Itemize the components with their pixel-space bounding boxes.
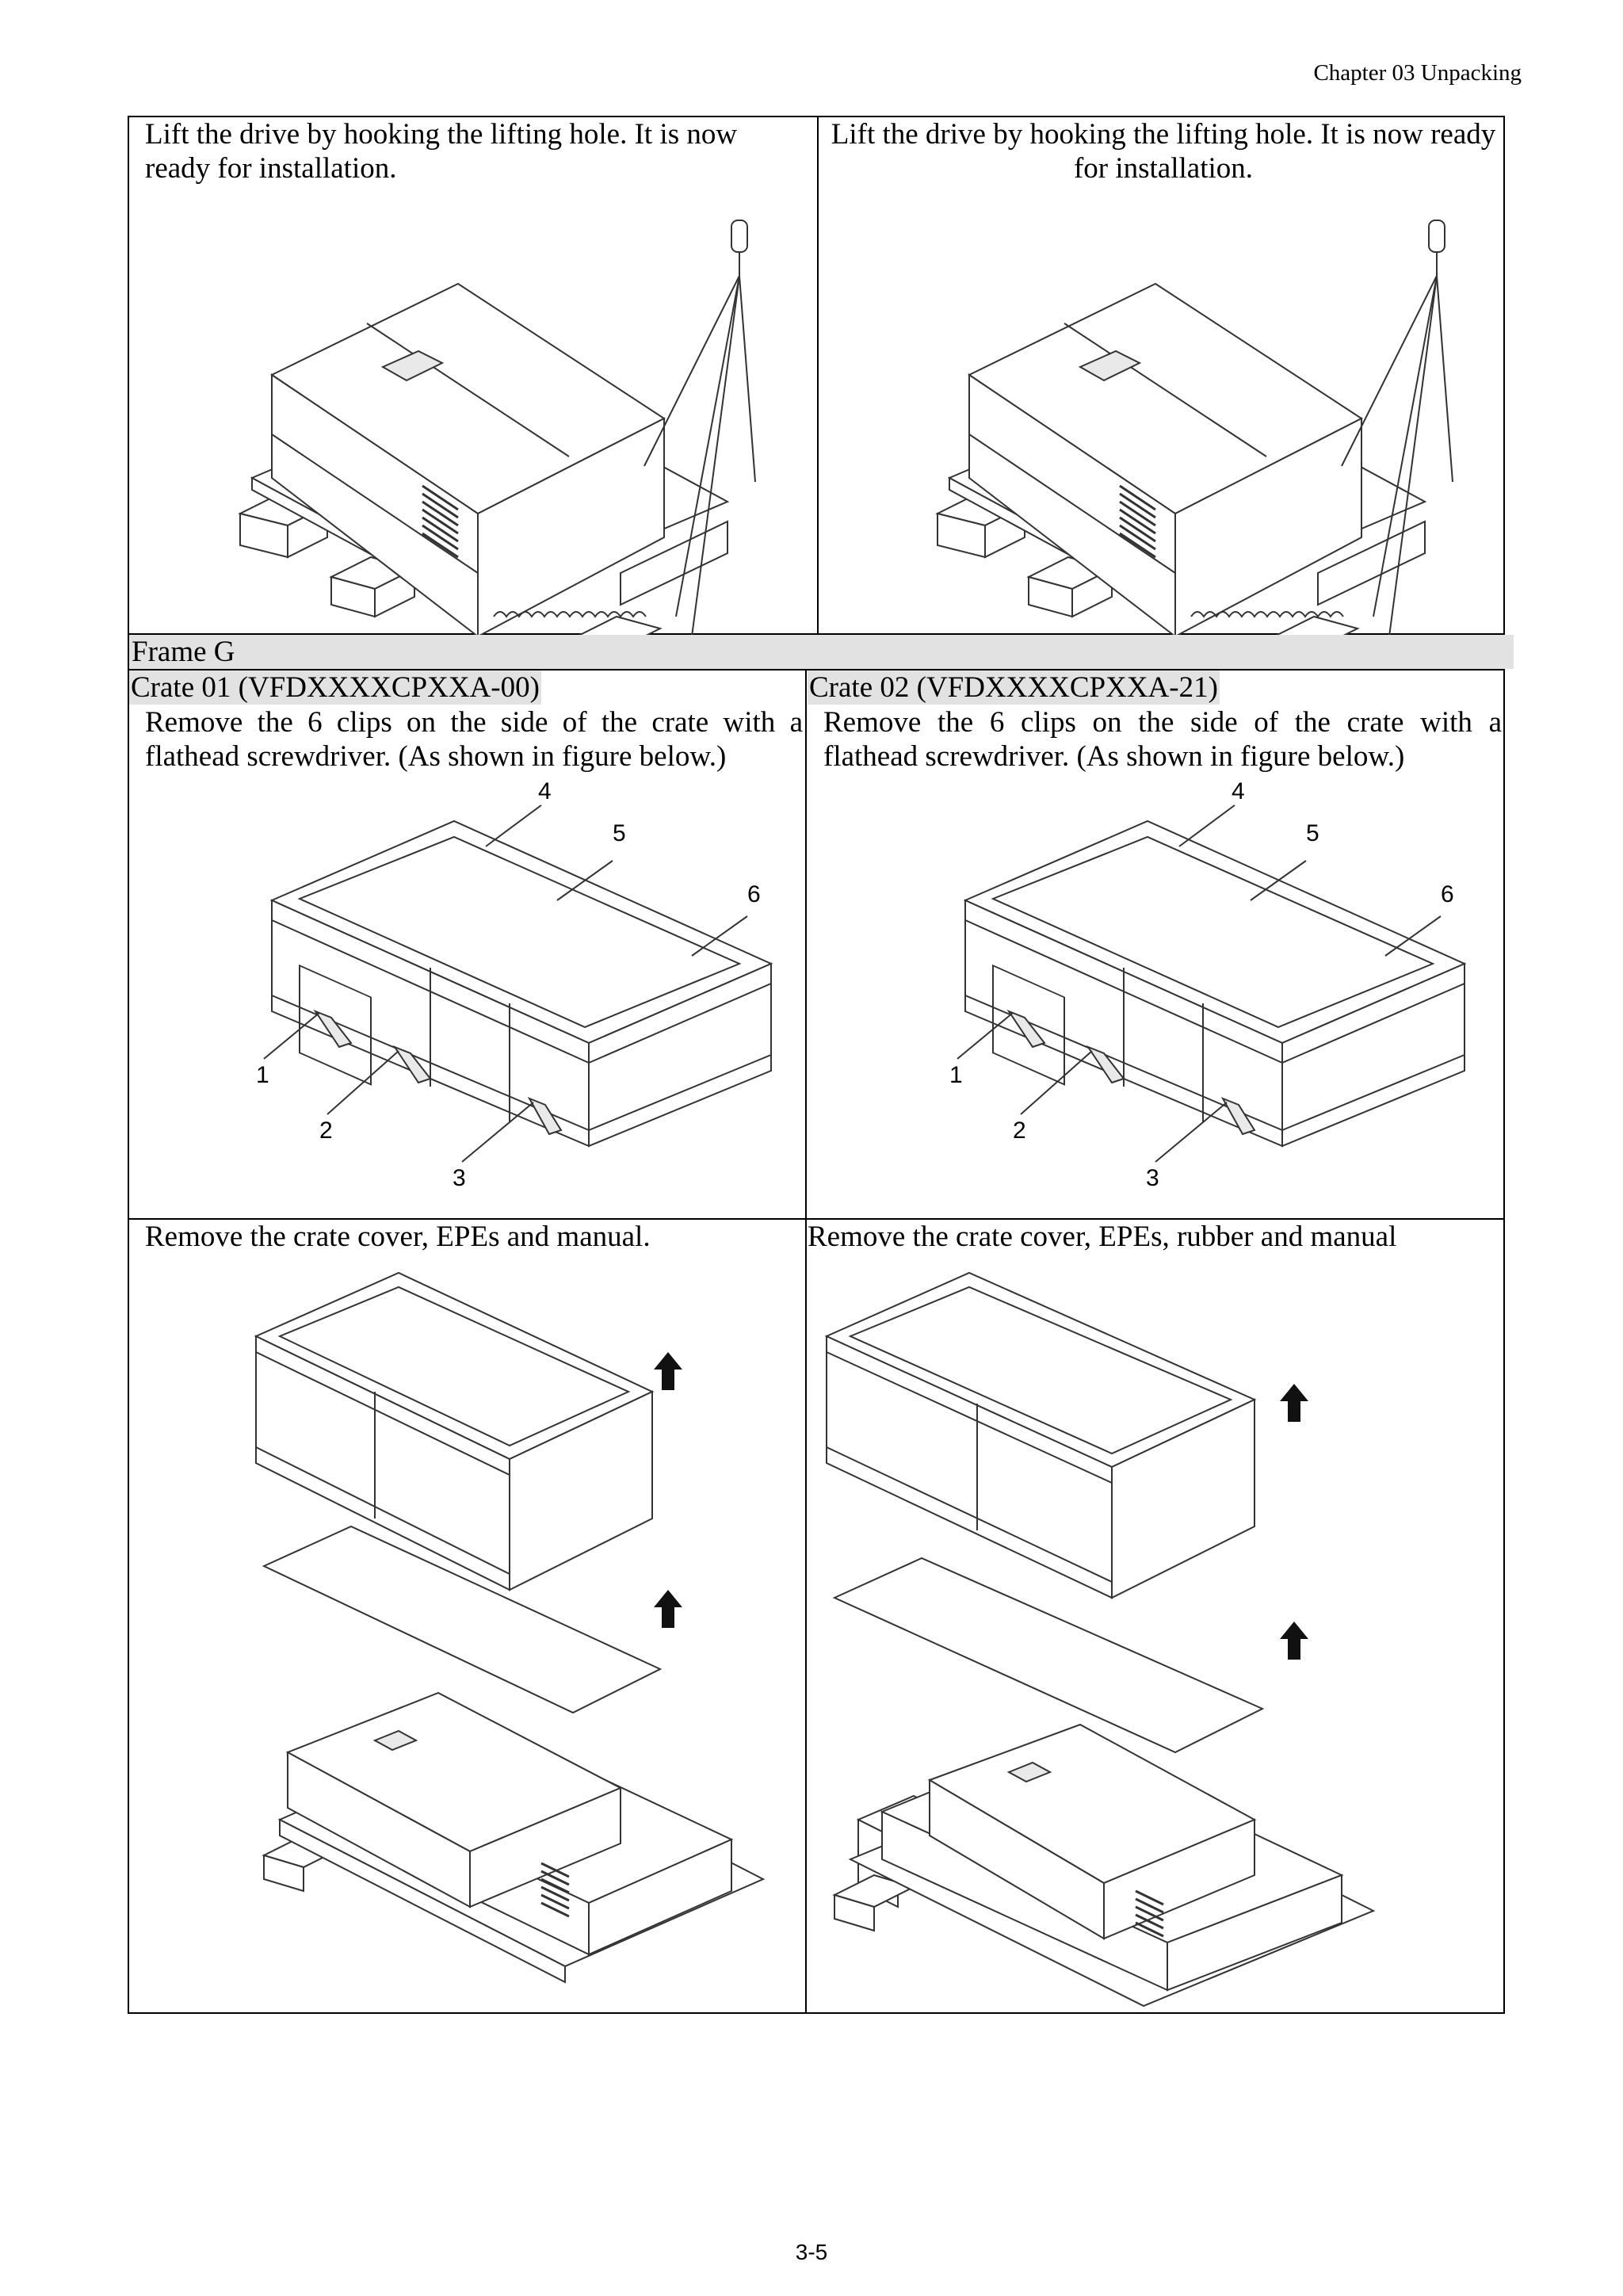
frame-label: Frame G (128, 635, 1514, 669)
crate-instructions-table: Crate 01 (VFDXXXXCPXXA-00) Remove the 6 … (128, 669, 1505, 2014)
lifting-drive-illustration-right (935, 220, 1453, 650)
crate-01-step-remove-clips: Remove the 6 clips on the side of the cr… (145, 706, 803, 773)
chapter-header: Chapter 03 Unpacking (1313, 60, 1522, 86)
callout-5: 5 (613, 820, 626, 846)
crate-02-exploded-view (824, 1271, 1376, 2008)
callout-1: 1 (256, 1062, 269, 1088)
crate-02-step-remove-cover: Remove the crate cover, EPEs, rubber and… (808, 1221, 1397, 1253)
callout-3: 3 (453, 1165, 466, 1191)
crate-02-step-remove-clips: Remove the 6 clips on the side of the cr… (823, 706, 1502, 773)
lifting-drive-illustration-left (238, 220, 756, 650)
callout-2: 2 (319, 1117, 333, 1144)
callout-4: 4 (538, 778, 552, 804)
column-divider (805, 670, 807, 2012)
lift-instruction-left: Lift the drive by hooking the lifting ho… (145, 118, 738, 185)
page-number: 3-5 (795, 2240, 828, 2264)
lifting-instructions-table: Lift the drive by hooking the lifting ho… (128, 116, 1505, 650)
row-divider (129, 1218, 1503, 1220)
callout-2: 2 (1013, 1117, 1026, 1144)
crate-01-step-remove-cover: Remove the crate cover, EPEs and manual. (145, 1221, 651, 1253)
crate-01-clips-diagram: 1 2 3 4 5 6 (256, 778, 773, 1191)
callout-1: 1 (949, 1062, 963, 1088)
column-divider (817, 117, 819, 633)
callout-4: 4 (1232, 778, 1245, 804)
crate-02-clips-diagram: 1 2 3 4 5 6 (949, 778, 1467, 1191)
callout-6: 6 (747, 881, 761, 907)
crate-01-exploded-view (254, 1271, 766, 1984)
lift-instruction-right: Lift the drive by hooking the lifting ho… (831, 118, 1496, 185)
callout-6: 6 (1441, 881, 1454, 907)
callout-3: 3 (1146, 1165, 1159, 1191)
crate-02-title: Crate 02 (VFDXXXXCPXXA-21) (808, 670, 1220, 705)
callout-5: 5 (1306, 820, 1319, 846)
crate-01-title: Crate 01 (VFDXXXXCPXXA-00) (129, 670, 541, 705)
